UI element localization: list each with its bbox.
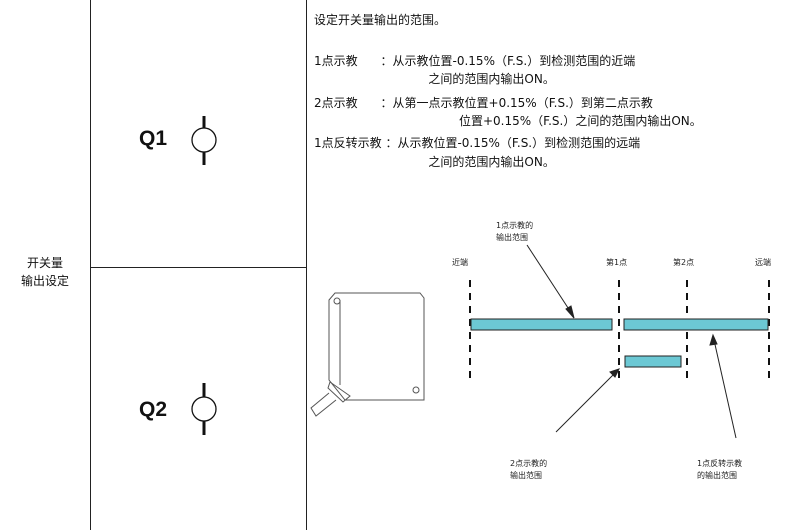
point2-label: 第2点 bbox=[673, 258, 695, 267]
description-line: 之间的范围内输出ON。 bbox=[314, 72, 555, 86]
description-intro: 设定开关量输出的范围。 bbox=[314, 13, 447, 27]
q2-cell: Q2 bbox=[91, 268, 305, 530]
point1-label: 第1点 bbox=[606, 258, 628, 267]
description-line: 2点示教 ：从第一点示教位置+0.15%（F.S.）到第二点示教 bbox=[314, 96, 653, 110]
description-line: 1点示教 ：从示教位置-0.15%（F.S.）到检测范围的近端 bbox=[314, 54, 636, 68]
q1-cell: Q1 bbox=[91, 0, 305, 267]
row-divider bbox=[90, 267, 307, 268]
one-point-callout: 1点示教的 输出范围 bbox=[496, 221, 534, 242]
near-end-label: 近端 bbox=[452, 258, 468, 267]
table-divider-left bbox=[90, 0, 91, 530]
sensor-icon bbox=[310, 292, 425, 417]
setting-label-line2: 输出设定 bbox=[20, 274, 69, 288]
table-divider-right bbox=[306, 0, 307, 530]
inverse-range-bar bbox=[623, 318, 769, 331]
far-end-label: 远端 bbox=[755, 258, 771, 267]
setting-label-line1: 开关量 bbox=[26, 256, 63, 270]
q1-terminal-icon bbox=[191, 116, 217, 165]
setting-label: 开关量 输出设定 bbox=[0, 254, 90, 290]
inverse-callout: 1点反转示教 的输出范围 bbox=[697, 459, 743, 480]
q2-terminal-icon bbox=[191, 383, 217, 435]
two-point-range-bar bbox=[624, 355, 682, 368]
q1-label: Q1 bbox=[139, 127, 168, 150]
two-point-callout: 2点示教的 输出范围 bbox=[510, 459, 548, 480]
q2-label: Q2 bbox=[139, 398, 168, 421]
description-line: 1点反转示教 ：从示教位置-0.15%（F.S.）到检测范围的远端 bbox=[314, 136, 641, 150]
description-line: 之间的范围内输出ON。 bbox=[314, 155, 555, 169]
description-line: 位置+0.15%（F.S.）之间的范围内输出ON。 bbox=[314, 114, 702, 128]
setting-label-cell: 开关量 输出设定 bbox=[0, 0, 90, 530]
one-point-range-bar bbox=[470, 318, 613, 331]
